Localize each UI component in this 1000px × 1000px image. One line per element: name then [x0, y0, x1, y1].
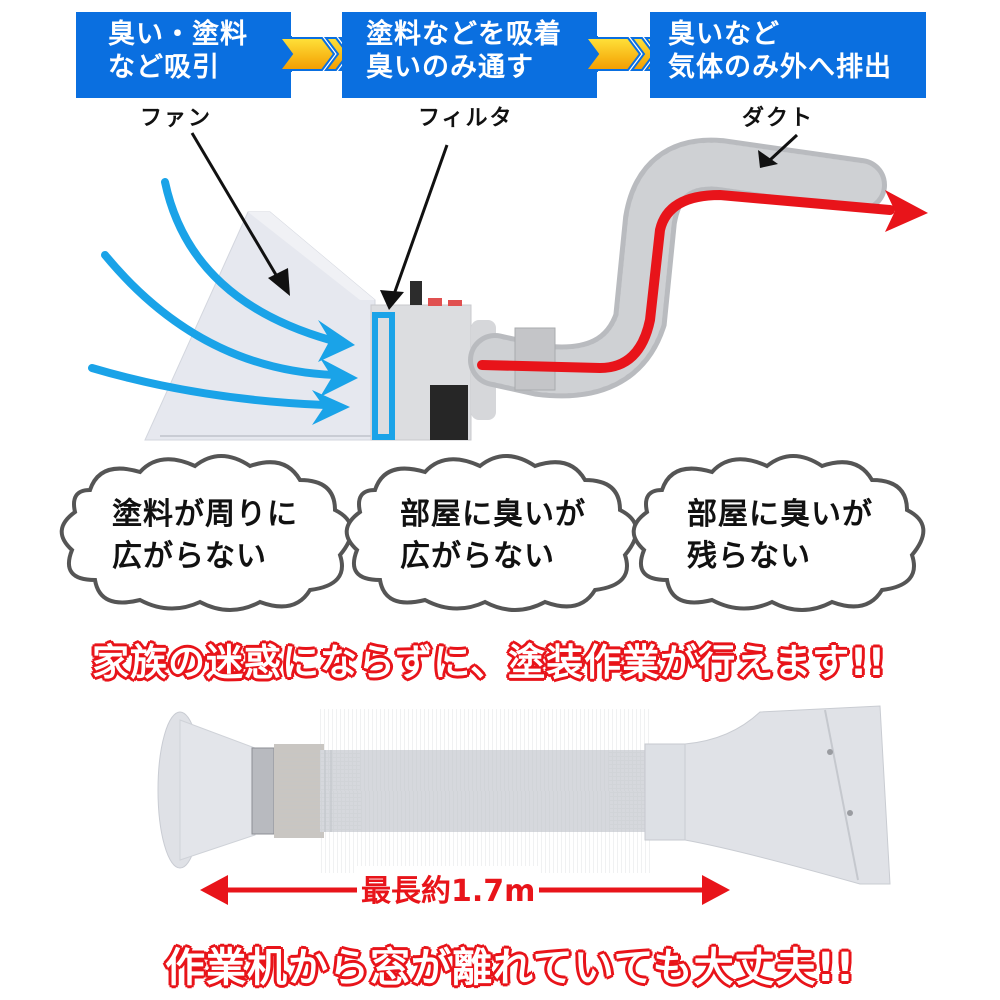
pointer-arrows [190, 132, 799, 310]
step-intake-line2: など吸引 [108, 52, 220, 83]
cloud-shape-3 [631, 454, 926, 612]
benefit-3-line2: 残らない [687, 539, 811, 574]
intake-flow-arrows [88, 178, 339, 409]
benefit-1-line1: 塗料が周りに [112, 497, 298, 532]
benefit-2-line2: 広がらない [400, 539, 555, 574]
cloud-shape-2 [344, 454, 639, 612]
cloud-shape-1 [59, 454, 354, 612]
benefit-1-line2: 広がらない [112, 539, 267, 574]
headline-distance: 作業机から窓が離れていても大丈夫!! [165, 945, 856, 991]
step-exhaust-line1: 臭いなど [668, 19, 780, 50]
arrow-right-icon [702, 875, 730, 905]
filter-label: フィルタ [418, 106, 514, 131]
headline-family: 家族の迷惑にならずに、塗装作業が行えます!! [92, 641, 886, 684]
step-filter-line2: 臭いのみ通す [366, 52, 534, 83]
step-intake-line1: 臭い・塗料 [108, 19, 248, 50]
spray-booth-diagram [88, 132, 928, 441]
step-box-exhaust: 臭いなど 気体のみ外へ排出 [650, 12, 926, 98]
exhaust-arrowhead-icon [885, 190, 928, 232]
fan-label: ファン [140, 106, 213, 131]
booth-hood [144, 211, 376, 441]
cloud-bubbles [59, 454, 926, 612]
benefit-3-line1: 部屋に臭いが [687, 497, 873, 532]
step-filter-line1: 塗料などを吸着 [366, 19, 562, 50]
exhaust-flow-arrow [477, 189, 895, 374]
benefit-2-line1: 部屋に臭いが [400, 497, 586, 532]
step-box-intake: 臭い・塗料 など吸引 [76, 12, 291, 98]
filter-highlight [372, 312, 395, 440]
benefit-2: 部屋に臭いが 広がらない [400, 494, 586, 578]
duct-label: ダクト [742, 106, 815, 131]
max-length-label: 最長約1.7m [357, 866, 540, 910]
benefit-3: 部屋に臭いが 残らない [687, 494, 873, 578]
extension-duct-illustration [157, 705, 891, 885]
arrow-left-icon [200, 875, 228, 905]
benefit-1: 塗料が周りに 広がらない [112, 494, 298, 578]
step-box-filter: 塗料などを吸着 臭いのみ通す [342, 12, 597, 98]
step-exhaust-line2: 気体のみ外へ排出 [668, 52, 892, 83]
fan-unit [370, 281, 496, 441]
chevron-arrow-icon [586, 36, 666, 72]
